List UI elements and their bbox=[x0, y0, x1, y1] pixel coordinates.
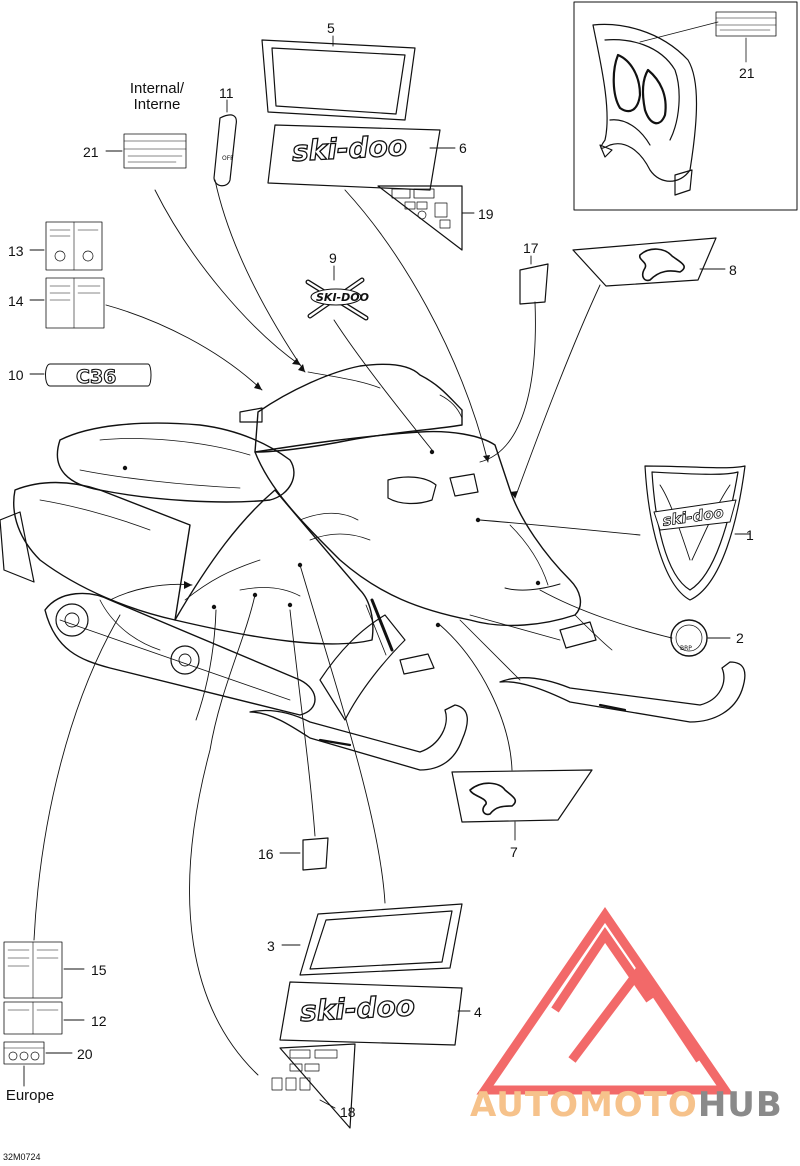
callout-15: 15 bbox=[91, 962, 107, 978]
callout-9: 9 bbox=[329, 250, 337, 266]
decal-21-internal bbox=[105, 133, 187, 169]
skidoo-logo-4: ski-doo bbox=[299, 989, 416, 1028]
decal-8 bbox=[572, 237, 726, 287]
caption-interne-line: Interne bbox=[133, 95, 181, 113]
callout-6: 6 bbox=[459, 140, 467, 156]
decal-lettering: ski-doo ski-doo SKI-DOO ski-doo C36 OFF … bbox=[75, 128, 725, 1028]
decal-9 bbox=[305, 265, 369, 321]
inset-windshield-view bbox=[573, 1, 798, 211]
decal-10 bbox=[29, 363, 152, 387]
decal-4 bbox=[279, 981, 471, 1046]
callout-13: 13 bbox=[8, 243, 24, 259]
caption-internal-line: Internal/ bbox=[129, 80, 185, 97]
leader-arrows bbox=[184, 358, 518, 589]
automotohub-logo-icon bbox=[476, 907, 734, 1095]
brp-badge-text: BRP bbox=[680, 645, 692, 652]
watermark-part-b: HUB bbox=[697, 1085, 783, 1125]
leader-lines bbox=[33, 179, 673, 1076]
skidoo-logo-9: SKI-DOO bbox=[316, 291, 369, 304]
callout-5: 5 bbox=[327, 20, 335, 36]
leader-dots bbox=[122, 449, 541, 628]
decal-6 bbox=[267, 124, 456, 191]
callout-11: 11 bbox=[219, 85, 234, 101]
callout-3: 3 bbox=[267, 938, 275, 954]
off-label: OFF bbox=[222, 155, 234, 162]
callout-18: 18 bbox=[340, 1104, 356, 1120]
decal-11 bbox=[213, 99, 237, 187]
decal-17 bbox=[519, 255, 549, 305]
callout-4: 4 bbox=[474, 1004, 482, 1020]
decal-13 bbox=[29, 221, 103, 271]
callout-14: 14 bbox=[8, 293, 24, 309]
c36-logo: C36 bbox=[76, 366, 116, 388]
decal-16 bbox=[279, 837, 329, 871]
callout-2: 2 bbox=[736, 630, 744, 646]
callout-7: 7 bbox=[510, 844, 518, 860]
caption-internal: Internal/ Interne bbox=[122, 81, 192, 113]
decal-15 bbox=[3, 941, 85, 999]
drawing-code: 32M0724 bbox=[3, 1152, 41, 1162]
automotohub-watermark: AUTOMOTOHUB bbox=[470, 1085, 783, 1125]
callout-21-internal: 21 bbox=[83, 144, 99, 160]
decal-3 bbox=[281, 903, 463, 976]
callout-19: 19 bbox=[478, 206, 494, 222]
callout-16: 16 bbox=[258, 846, 274, 862]
callout-8: 8 bbox=[729, 262, 737, 278]
callout-10: 10 bbox=[8, 367, 24, 383]
decal-7 bbox=[451, 769, 593, 841]
callout-12: 12 bbox=[91, 1013, 107, 1029]
skidoo-logo-6: ski-doo bbox=[291, 129, 408, 168]
decal-5 bbox=[261, 35, 416, 121]
watermark-part-a: AUTOMOTO bbox=[470, 1085, 698, 1125]
callout-21-inset: 21 bbox=[739, 65, 755, 81]
decal-19 bbox=[377, 185, 475, 251]
decal-18 bbox=[271, 1043, 356, 1129]
callout-17: 17 bbox=[523, 240, 539, 256]
decal-12 bbox=[3, 1001, 85, 1035]
callout-1: 1 bbox=[746, 527, 754, 543]
decal-20 bbox=[3, 1041, 73, 1087]
decal-1 bbox=[644, 465, 751, 601]
caption-europe: Europe bbox=[5, 1087, 55, 1104]
snowmobile-body bbox=[0, 363, 746, 771]
callout-20: 20 bbox=[77, 1046, 93, 1062]
decal-14 bbox=[29, 277, 105, 329]
